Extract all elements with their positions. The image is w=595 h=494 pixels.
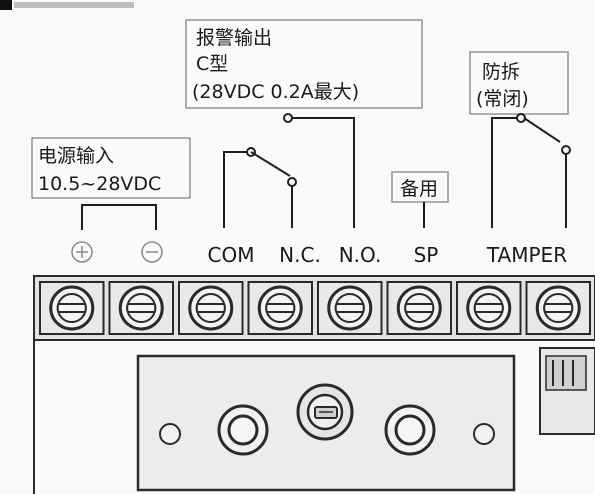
terminal-label-nc: N.C.	[279, 243, 321, 267]
no-contact	[283, 113, 293, 123]
terminal-screw-nc	[247, 281, 313, 335]
nc-contact	[287, 177, 297, 187]
alarm-output-rating: (28VDC 0.2A最大)	[192, 81, 359, 103]
relay-switch-arm	[250, 151, 291, 177]
alarm-output-box	[185, 19, 423, 109]
tamper-note-title: 防拆	[482, 61, 520, 83]
tamper-switch-arm	[523, 117, 561, 143]
terminal-label-sp: SP	[414, 243, 439, 267]
adjust-knob	[296, 383, 354, 441]
mount-hole-right	[473, 423, 495, 445]
power-input-box	[31, 137, 191, 199]
terminal-screw-tamper-a	[456, 281, 522, 335]
tamper-contact-a	[516, 113, 526, 123]
jack-left	[217, 404, 269, 456]
minus-terminal-icon	[141, 241, 163, 263]
tamper-note-state: (常闭)	[476, 88, 529, 110]
spare-note: 备用	[400, 178, 438, 200]
terminal-label-com: COM	[208, 243, 255, 267]
power-input-title: 电源输入	[38, 145, 114, 167]
terminal-screw-plus	[39, 281, 105, 335]
alarm-output-title: 报警输出	[196, 27, 272, 49]
power-bracket-wire	[81, 204, 157, 230]
header-mark	[0, 0, 12, 10]
terminal-screws	[39, 281, 591, 335]
terminal-screw-com	[178, 281, 244, 335]
header-blur	[14, 2, 134, 8]
tamper-wire-left	[491, 117, 518, 228]
terminal-screw-sp	[386, 281, 452, 335]
no-wire	[292, 117, 355, 228]
mount-hole-left	[159, 423, 181, 445]
terminal-label-tamper: TAMPER	[486, 243, 567, 267]
tamper-connector	[539, 347, 595, 435]
terminal-screw-no	[317, 281, 383, 335]
plus-terminal-icon	[71, 241, 93, 263]
terminal-screw-tamper-b	[525, 281, 591, 335]
power-input-range: 10.5~28VDC	[38, 173, 161, 195]
spare-note-box	[391, 171, 449, 203]
jack-right	[384, 404, 436, 456]
terminal-label-no: N.O.	[339, 243, 382, 267]
alarm-output-type: C型	[196, 53, 228, 75]
tamper-contact-b	[561, 145, 571, 155]
com-wire	[223, 151, 248, 228]
terminal-screw-minus	[108, 281, 174, 335]
